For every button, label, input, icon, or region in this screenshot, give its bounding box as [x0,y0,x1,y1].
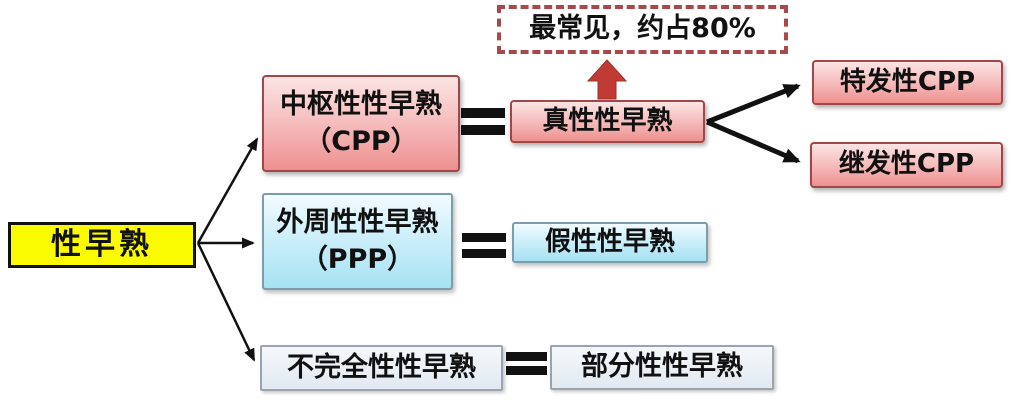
equals-bar [462,233,506,242]
root-node-label: 性早熟 [51,226,153,262]
ppp-node-line2: （PPP） [300,243,415,275]
partial-pp-label: 部分性性早熟 [581,351,743,383]
equals-bar [461,108,505,118]
arrow-root-to-incomplete [196,242,256,362]
equals-bar [506,366,547,375]
ppp-node-line1: 外周性性早熟 [276,207,439,239]
note-label: 最常见，约占80% [529,13,756,45]
arrow-root-to-cpp [196,137,259,244]
pseudo-pp-label: 假性性早熟 [544,226,675,257]
peripheral-precocious-puberty-node: 外周性性早熟 （PPP） [262,193,453,290]
idiopathic-cpp-label: 特发性CPP [839,66,976,97]
incomplete-precocious-puberty-node: 不完全性性早熟 [260,345,503,391]
cpp-node-line1: 中枢性性早熟 [280,89,442,121]
secondary-cpp-node: 继发性CPP [810,142,1003,188]
equals-symbol-cpp [461,108,505,135]
block-arrow-up-icon [586,59,628,100]
incomplete-pp-label: 不完全性性早熟 [287,351,476,383]
central-precocious-puberty-node: 中枢性性早熟 （CPP） [262,75,460,172]
equals-bar [461,125,505,135]
arrow-truepp-to-secondary [706,119,801,164]
arrow-truepp-to-idiopathic [706,83,801,125]
equals-symbol-ppp [462,233,506,258]
equals-bar [462,249,506,258]
idiopathic-cpp-node: 特发性CPP [812,60,1003,105]
partial-precocious-puberty-node: 部分性性早熟 [550,345,774,390]
equals-symbol-incomplete [506,352,547,375]
equals-bar [506,352,547,361]
pseudo-precocious-puberty-node: 假性性早熟 [512,222,708,263]
secondary-cpp-label: 继发性CPP [838,149,975,180]
most-common-note-box: 最常见，约占80% [497,5,788,54]
root-node-precocious-puberty: 性早熟 [8,222,196,268]
cpp-node-line2: （CPP） [304,125,418,157]
true-precocious-puberty-node: 真性性早熟 [510,100,705,143]
true-pp-label: 真性性早熟 [542,105,673,136]
